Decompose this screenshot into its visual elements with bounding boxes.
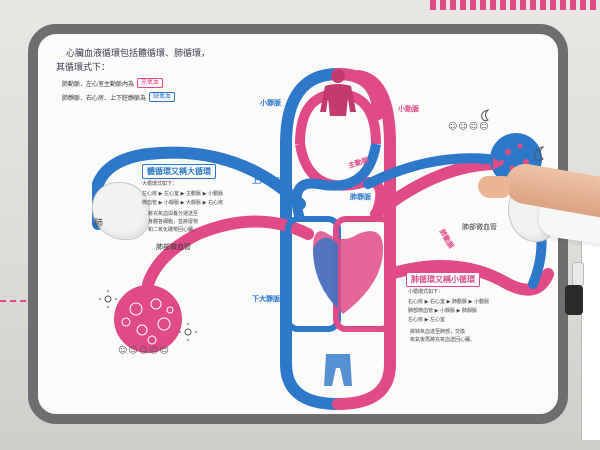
pulmonary-note-2: 氧氣後再將充氧血送回心臟。 — [410, 337, 476, 343]
top-loop-pink — [332, 68, 396, 340]
cartoon-faces-right: ☺☺☺☺ — [448, 122, 490, 132]
circulation-diagram — [92, 67, 554, 410]
label-lung-capillary-right: 肺部微血管 — [462, 223, 497, 231]
poster-title-line2: 其循環式下： — [56, 63, 111, 73]
heart-left-half — [313, 237, 338, 309]
label-inferior-vena-cava: 下大靜脈 — [252, 295, 280, 303]
arrow-pink-right — [493, 158, 504, 170]
oxygenated-badge: 充氧血 — [137, 78, 164, 88]
pulmonary-intro: 小循環式如下： — [408, 289, 444, 295]
bottom-loop-pink — [332, 328, 396, 410]
poster-title-line1: 心臟血液循環包括體循環、肺循環， — [66, 49, 211, 59]
label-lung: 肺 — [94, 219, 104, 229]
cartoon-faces-left: ☺☺☺☺☺ — [118, 346, 170, 356]
pulmonary-step-3: 左心房 ▶ 左心室 — [408, 317, 446, 323]
systemic-note-3: 和二氧化碳帶回心臟。 — [148, 227, 199, 233]
left-cell-pattern — [121, 298, 174, 345]
label-lung-capillary-left: 肺部微血管 — [156, 243, 191, 251]
left-pink-vessel — [142, 215, 314, 290]
systemic-step-1: 左心房 ▶ 左心室 ▶ 主動脈 ▶ 小動脈 — [142, 191, 224, 197]
legend-text: 肺動脈．左心室主動脈內為 — [62, 80, 135, 88]
systemic-step-2: 微血管 ▶ 小靜脈 ▶ 大靜脈 ▶ 右心房 — [142, 200, 224, 206]
legend-row-oxygenated: 肺動脈．左心室主動脈內為 充氧血 — [62, 78, 164, 88]
systemic-note-2: 身體各細胞，並將廢物 — [148, 219, 199, 225]
systemic-note-1: 將充氧血與養分運送至 — [148, 211, 199, 217]
body-silhouette-icon — [320, 69, 356, 116]
left-lung-model — [92, 182, 150, 240]
legend-text: 肺靜脈．右心房．上下腔靜脈為 — [62, 94, 147, 102]
right-blue-vessel — [363, 153, 493, 189]
label-small-artery: 小動脈 — [398, 105, 419, 113]
circulation-poster: 心臟血液循環包括體循環、肺循環， 其循環式下： 肺動脈．左心室主動脈內為 充氧血… — [28, 24, 568, 424]
bottom-loop-blue — [280, 328, 344, 410]
pulmonary-step-2: 肺部微血管 ▶ 小靜脈 ▶ 肺靜脈 — [408, 308, 478, 314]
wall-decor-stripe — [430, 0, 600, 10]
deoxygenated-badge: 缺氧血 — [149, 92, 176, 102]
label-pulmonary-vein: 肺靜脈 — [350, 193, 371, 201]
pulmonary-step-1: 右心房 ▶ 右心室 ▶ 肺動脈 ▶ 小動脈 — [408, 299, 490, 305]
legend-row-deoxygenated: 肺靜脈．右心房．上下腔靜脈為 缺氧血 — [62, 92, 176, 102]
right-pink-vessel — [370, 158, 504, 220]
systemic-banner: 體循環又稱大循環 — [142, 164, 216, 179]
sun-icon-left — [99, 290, 117, 308]
label-superior-vena-cava: 上大靜脈 — [252, 177, 280, 185]
pulmonary-note-1: 將缺氧血送至肺部，交換 — [410, 329, 466, 335]
systemic-intro: 大循環式如下： — [142, 181, 178, 187]
left-capillary-circle — [114, 285, 182, 353]
left-blue-vessel — [92, 146, 306, 230]
legs-silhouette-icon — [324, 354, 352, 386]
hanging-keys — [565, 285, 583, 315]
right-lower-pink — [384, 260, 554, 296]
wall-hook — [572, 262, 584, 286]
moon-icon — [534, 146, 545, 162]
moon-icon-top — [481, 109, 490, 122]
label-small-vein: 小靜脈 — [260, 99, 281, 107]
arrow-blue-right — [481, 153, 492, 165]
sun-icon-left-2 — [179, 323, 197, 341]
pulmonary-banner: 肺循環又稱小循環 — [406, 272, 480, 287]
person-fist — [478, 176, 510, 198]
